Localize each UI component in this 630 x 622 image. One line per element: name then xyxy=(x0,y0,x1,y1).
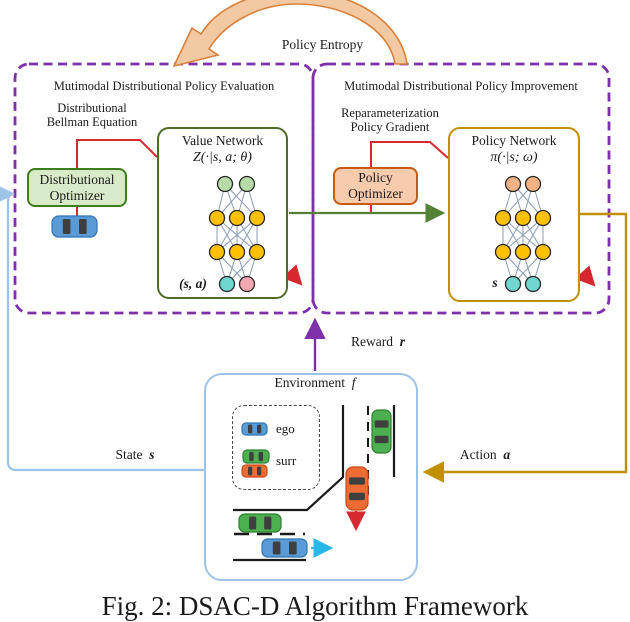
policy-optimizer-label-line1: Policy xyxy=(358,170,393,185)
reparameterization-label: Reparameterization Policy Gradient xyxy=(320,106,460,135)
value-network-diagram xyxy=(208,175,266,293)
policy-optimizer-label-line2: Optimizer xyxy=(348,186,403,201)
value-network-formula: Z(·|s, a; θ) xyxy=(193,150,252,165)
policy-network-formula: π(·|s; ω) xyxy=(490,150,538,165)
reward-var: r xyxy=(399,334,405,349)
action-arrow xyxy=(422,212,628,483)
eval-data-car-icon xyxy=(51,215,98,238)
policy-network-title: Policy Network xyxy=(471,133,557,148)
scene-green-car-icon xyxy=(238,513,282,533)
cars-layer xyxy=(51,215,392,558)
improvement-title: Mutimodal Distributional Policy Improvem… xyxy=(344,79,578,93)
legend-ego-label: ego xyxy=(276,421,295,436)
legend-surr-orange-car-icon xyxy=(241,464,268,478)
policy-optimizer-box: Policy Optimizer xyxy=(333,167,418,205)
bellman-line1: Distributional xyxy=(57,101,127,115)
state-var: s xyxy=(149,447,155,462)
policy-entropy-label: Policy Entropy xyxy=(281,37,364,52)
legend-ego-car-icon xyxy=(241,422,268,436)
gradient-line2: Policy Gradient xyxy=(350,120,430,135)
distributional-optimizer-box: Distributional Optimizer xyxy=(27,168,127,207)
legend-surr-label: surr xyxy=(276,453,297,468)
policy-entropy-arrow xyxy=(172,0,408,68)
policy-network-box xyxy=(448,127,580,302)
scene-ego-car-icon xyxy=(261,538,308,558)
action-label: Action a xyxy=(435,447,535,463)
scene-green-car-vertical-icon xyxy=(371,409,392,454)
value-output-arrow xyxy=(281,264,303,286)
environment-var: f xyxy=(351,375,356,390)
legend-surr-green-car-icon xyxy=(242,449,270,464)
reward-label: Reward r xyxy=(338,334,418,350)
figure-caption: Fig. 2: DSAC-D Algorithm Framework xyxy=(101,591,529,621)
environment-word: Environment xyxy=(274,375,345,390)
state-label: State s xyxy=(85,447,185,463)
policy-gradient-connector xyxy=(370,141,449,167)
state-arrow xyxy=(0,184,204,472)
policy-evaluation-frame xyxy=(13,62,315,315)
scene-orange-car-icon xyxy=(345,466,369,511)
policy-network-input-label: s xyxy=(492,275,498,290)
road-scene xyxy=(233,405,396,562)
value-network-title: Value Network xyxy=(181,133,264,148)
action-word: Action xyxy=(459,447,497,462)
gradient-line1: Reparameterization xyxy=(341,106,439,120)
bellman-line2: Bellman Equation xyxy=(46,115,138,130)
policy-output-arrow xyxy=(574,265,596,287)
policy-improvement-frame xyxy=(311,62,611,315)
state-word: State xyxy=(115,447,143,462)
distributional-optimizer-label-line1: Distributional xyxy=(39,171,115,187)
evaluation-title: Mutimodal Distributional Policy Evaluati… xyxy=(53,79,275,93)
bellman-equation-connector xyxy=(76,139,158,168)
distributional-optimizer-label-line2: Optimizer xyxy=(49,187,105,203)
bellman-equation-label: Distributional Bellman Equation xyxy=(22,101,162,130)
value-network-input-label: (s, a) xyxy=(179,276,207,291)
policy-network-diagram xyxy=(494,175,552,293)
environment-title: Environment f xyxy=(240,375,390,391)
action-var: a xyxy=(503,447,511,462)
road-edge-left xyxy=(233,405,345,512)
legend-box xyxy=(232,405,320,490)
reward-word: Reward xyxy=(351,334,393,349)
